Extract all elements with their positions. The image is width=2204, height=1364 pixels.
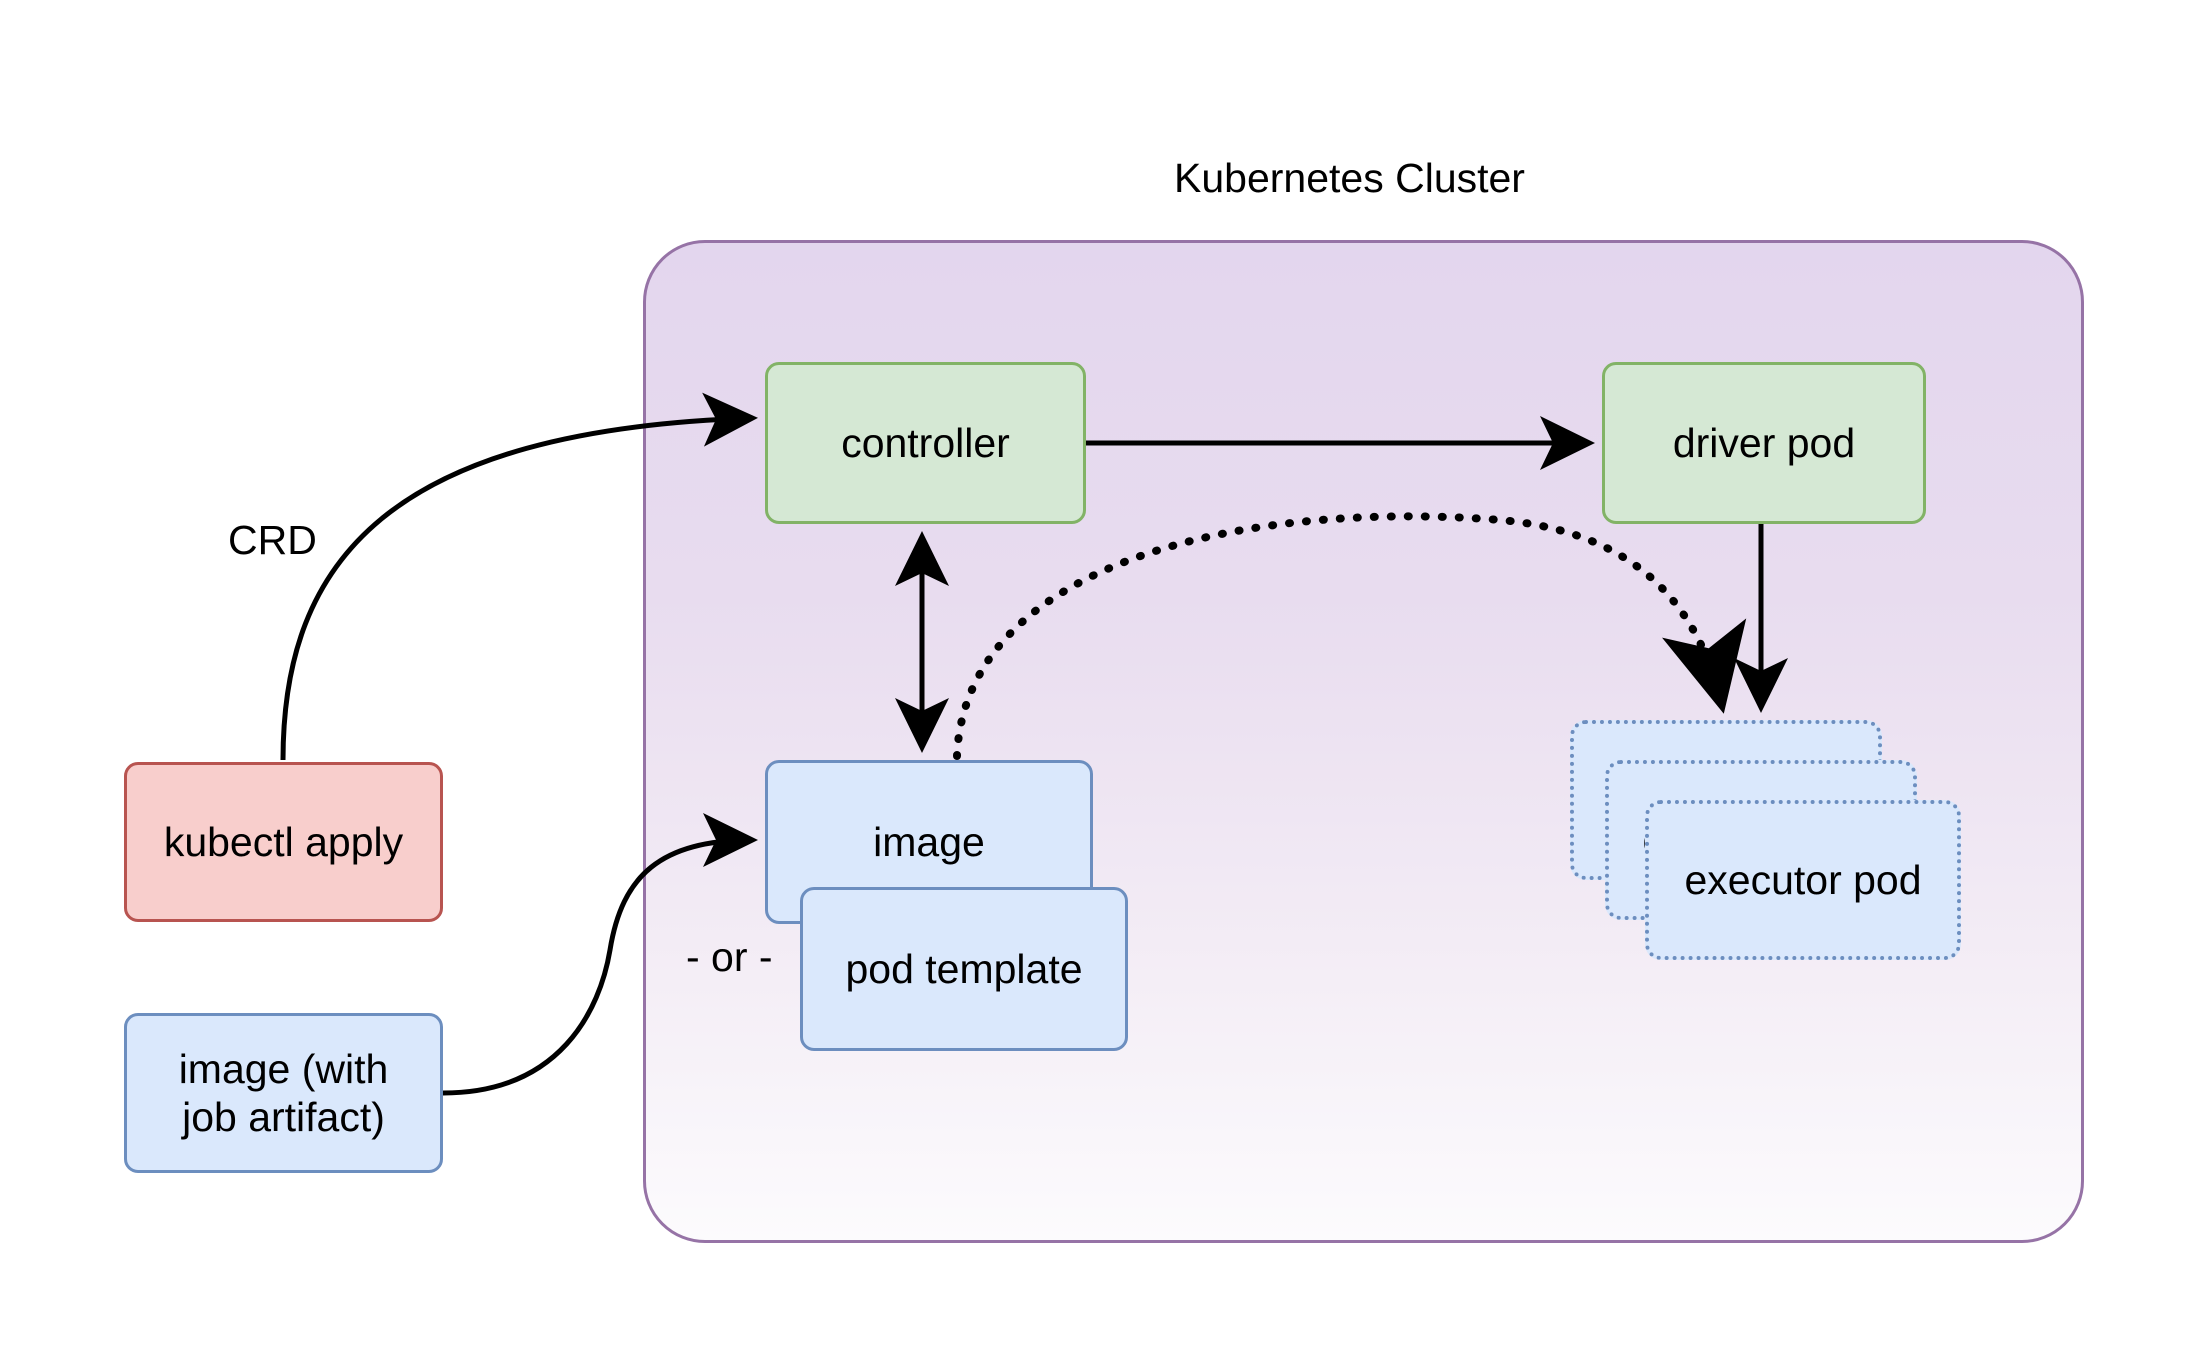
node-driver-pod[interactable]: driver pod: [1602, 362, 1926, 524]
node-artifact-line2: job artifact): [182, 1094, 385, 1140]
node-executor-pod-front[interactable]: executor pod: [1645, 800, 1961, 960]
edge-label-crd: CRD: [228, 517, 317, 563]
node-kubectl-apply[interactable]: kubectl apply: [124, 762, 443, 922]
edge-label-or: - or -: [686, 934, 773, 980]
cluster-title: Kubernetes Cluster: [1174, 155, 1525, 201]
node-pod-template[interactable]: pod template: [800, 887, 1128, 1051]
node-controller[interactable]: controller: [765, 362, 1086, 524]
node-artifact-line1: image (with: [178, 1045, 389, 1092]
